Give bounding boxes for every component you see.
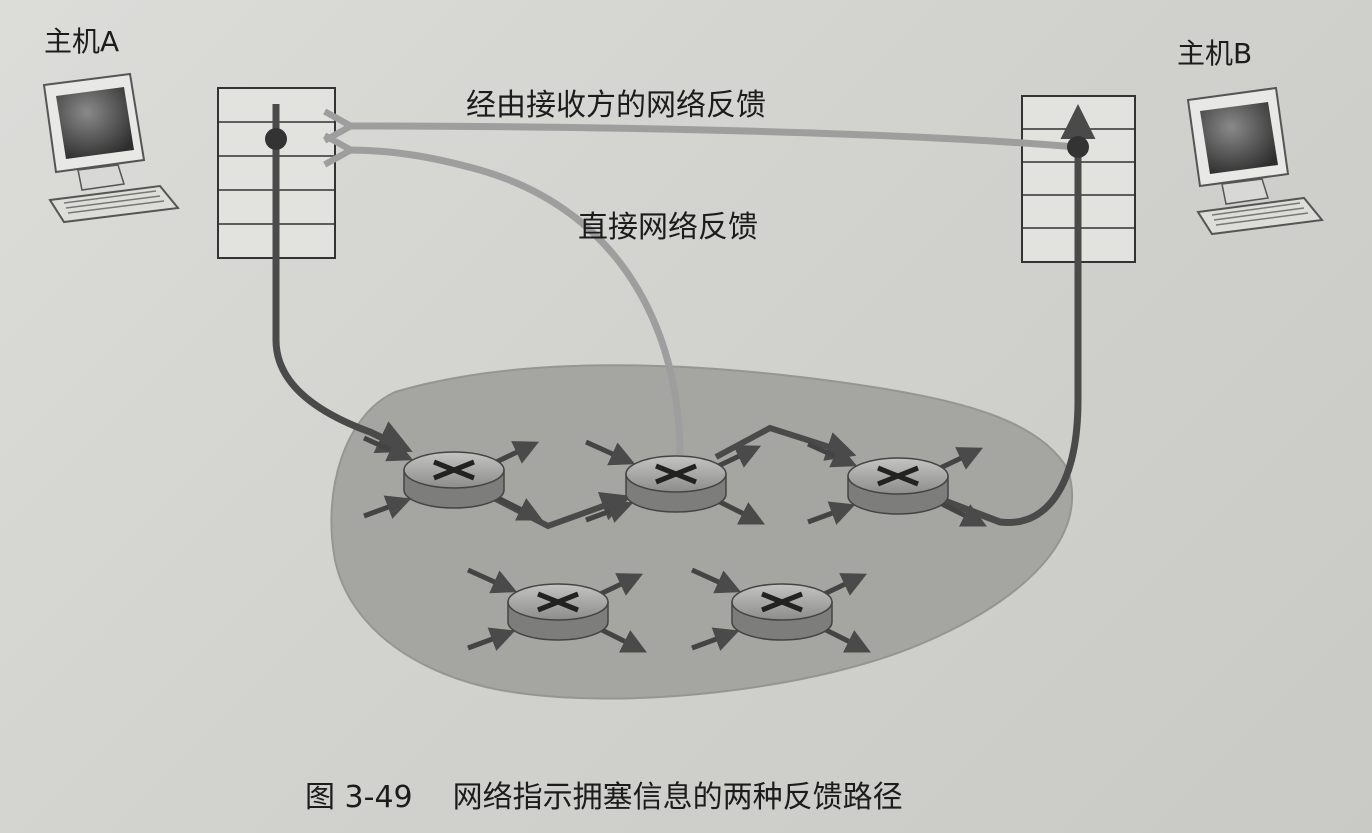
router-out-arrow: [936, 499, 987, 527]
network-cloud: [330, 364, 1074, 700]
direct-feedback-label: 直接网络反馈: [578, 210, 758, 245]
router-in-arrow: [584, 439, 636, 466]
router-icon: [362, 435, 543, 521]
buffer-b-dot: [1067, 136, 1089, 158]
router-in-arrow: [363, 495, 412, 519]
host-b-computer-icon: [1186, 86, 1324, 236]
router-icon: [690, 567, 871, 653]
router-out-arrow: [492, 493, 543, 521]
figure-number: 图 3-49: [305, 780, 413, 815]
router-in-arrow: [585, 499, 634, 523]
router-out-arrow: [596, 625, 647, 653]
router-in-arrow: [362, 435, 414, 462]
router-in-arrow: [690, 567, 742, 594]
host-a-computer-icon: [42, 72, 180, 224]
routers: [362, 435, 987, 653]
figure-caption: 图 3-49 网络指示拥塞信息的两种反馈路径: [305, 772, 903, 816]
router-in-arrow: [691, 627, 740, 651]
router-out-arrow: [714, 497, 765, 525]
receiver-feedback-path: [348, 126, 1077, 151]
direct-feedback-path: [348, 150, 684, 456]
router-in-arrow: [467, 627, 516, 651]
buffer-a-dot: [265, 128, 287, 150]
host-a-label: 主机A: [44, 25, 120, 58]
router-out-arrow: [820, 625, 871, 653]
figure-caption-text: 网络指示拥塞信息的两种反馈路径: [452, 780, 903, 815]
router-in-arrow: [806, 441, 858, 468]
host-b-label: 主机B: [1177, 37, 1253, 70]
router-icon: [466, 567, 647, 653]
data-path-to-host-b: [940, 104, 1096, 526]
router-icon: [806, 441, 987, 527]
router-icon: [584, 439, 765, 525]
router-in-arrow: [466, 567, 518, 594]
receiver-feedback-label: 经由接收方的网络反馈: [466, 88, 766, 123]
router-in-arrow: [807, 501, 856, 525]
data-path-from-host-a: [272, 104, 413, 453]
